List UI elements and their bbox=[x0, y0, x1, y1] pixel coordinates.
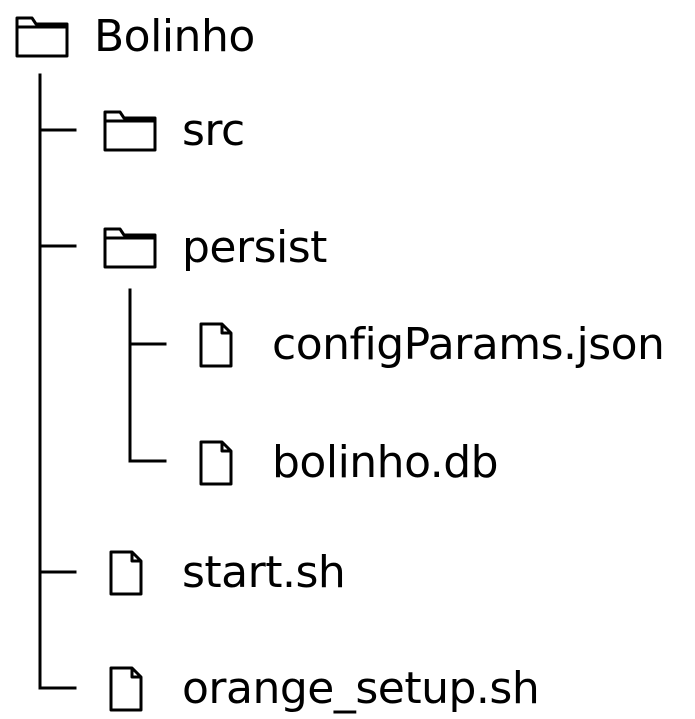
file-icon bbox=[109, 666, 143, 712]
tree-node-bolinho-db[interactable]: bolinho.db bbox=[198, 433, 499, 493]
tree-node-label: Bolinho bbox=[94, 11, 255, 62]
tree-node-label: src bbox=[182, 105, 245, 156]
persist-trunk-line bbox=[128, 288, 167, 463]
file-icon bbox=[199, 440, 233, 486]
folder-icon bbox=[103, 110, 157, 152]
tree-node-configparams-json[interactable]: configParams.json bbox=[198, 315, 665, 375]
tree-node-persist[interactable]: persist bbox=[102, 218, 327, 278]
file-icon bbox=[109, 550, 143, 596]
tree-node-start-sh[interactable]: start.sh bbox=[108, 543, 346, 603]
tree-node-label: start.sh bbox=[182, 547, 346, 598]
folder-icon bbox=[103, 227, 157, 269]
tree-node-label: bolinho.db bbox=[272, 437, 499, 488]
tree-node-label: persist bbox=[182, 222, 327, 273]
file-icon bbox=[199, 322, 233, 368]
tree-node-src[interactable]: src bbox=[102, 101, 245, 161]
tree-node-label: configParams.json bbox=[272, 319, 665, 370]
tree-node-bolinho[interactable]: Bolinho bbox=[14, 7, 255, 67]
tree-node-orange-setup-sh[interactable]: orange_setup.sh bbox=[108, 659, 540, 719]
root-trunk-line bbox=[38, 73, 77, 690]
folder-icon bbox=[15, 16, 69, 58]
tree-node-label: orange_setup.sh bbox=[182, 663, 540, 714]
